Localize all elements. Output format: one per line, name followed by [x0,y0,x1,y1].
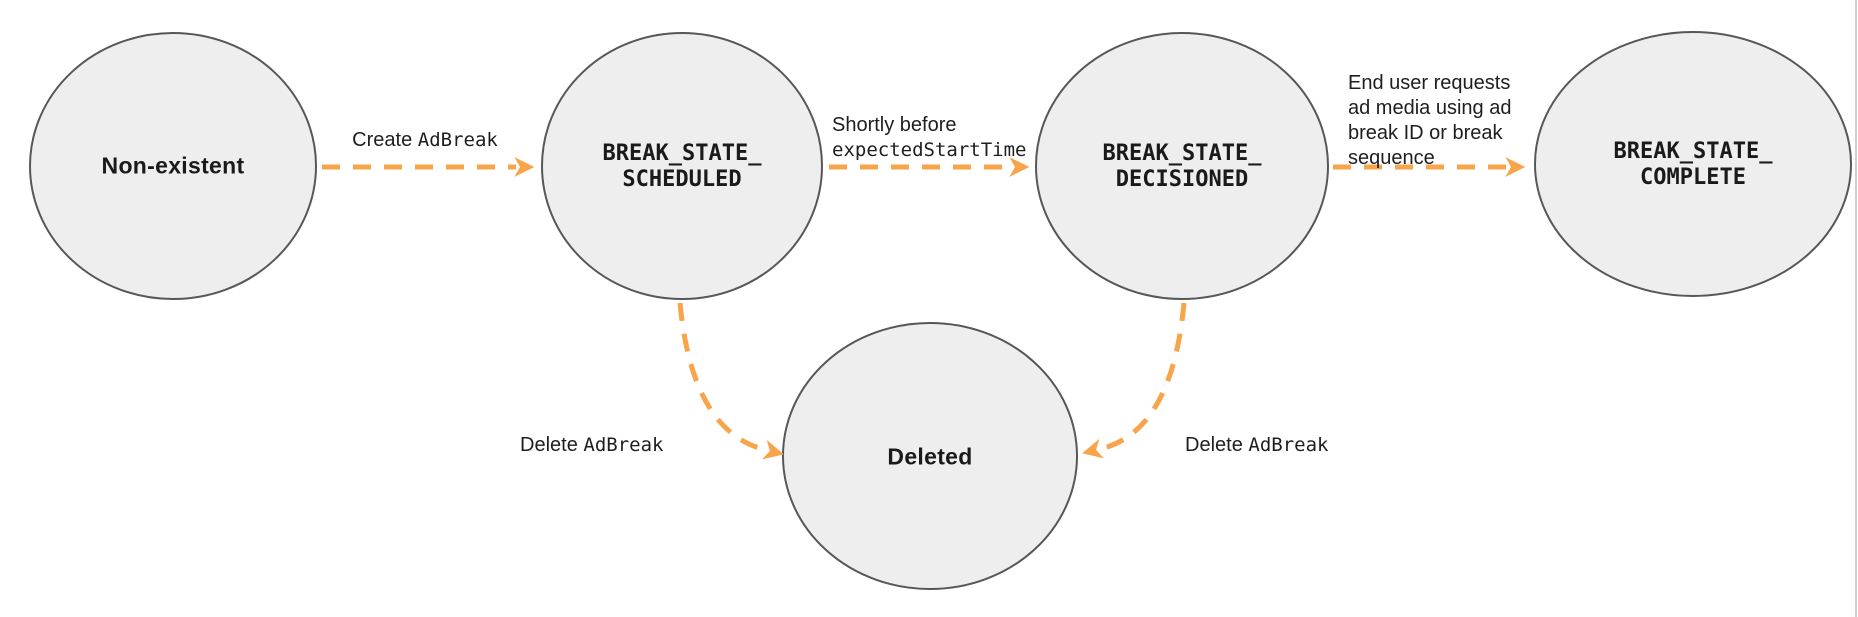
transition-label-plain: Shortly before [832,114,957,136]
state-label-non-existent: Non-existent [101,152,245,179]
transition-label-delete-from-scheduled: Delete AdBreak [520,408,663,458]
transition-label-plain: Delete [1185,434,1249,456]
transition-label-code: AdBreak [417,129,498,151]
transition-label-create-adbreak: Create AdBreak [320,103,530,153]
state-label-complete: BREAK_STATE_ COMPLETE [1613,139,1773,190]
state-node-scheduled-circle [541,32,823,300]
transition-label-code: AdBreak [1248,434,1329,456]
transition-label-shortly-before: Shortly before expectedStartTime [832,88,1026,163]
state-label-deleted: Deleted [887,443,973,470]
transition-label-plain: Delete [520,434,584,456]
transition-label-plain: Create [352,129,418,151]
state-node-decisioned-circle [1035,32,1329,300]
transition-arrow-delete-from-decisioned [1082,302,1187,459]
transition-label-code: expectedStartTime [832,139,1027,161]
transition-label-plain: End user requests ad media using ad brea… [1348,72,1512,169]
state-node-non-existent-circle [29,32,317,300]
transition-label-code: AdBreak [583,434,664,456]
transition-arrow-delete-from-scheduled [677,302,784,460]
transition-label-end-user-requests: End user requests ad media using ad brea… [1348,46,1511,171]
state-label-decisioned: BREAK_STATE_ DECISIONED [1102,141,1262,192]
state-label-scheduled: BREAK_STATE_ SCHEDULED [602,141,762,192]
state-node-complete-circle [1534,31,1852,297]
transition-label-delete-from-decisioned: Delete AdBreak [1185,408,1328,458]
